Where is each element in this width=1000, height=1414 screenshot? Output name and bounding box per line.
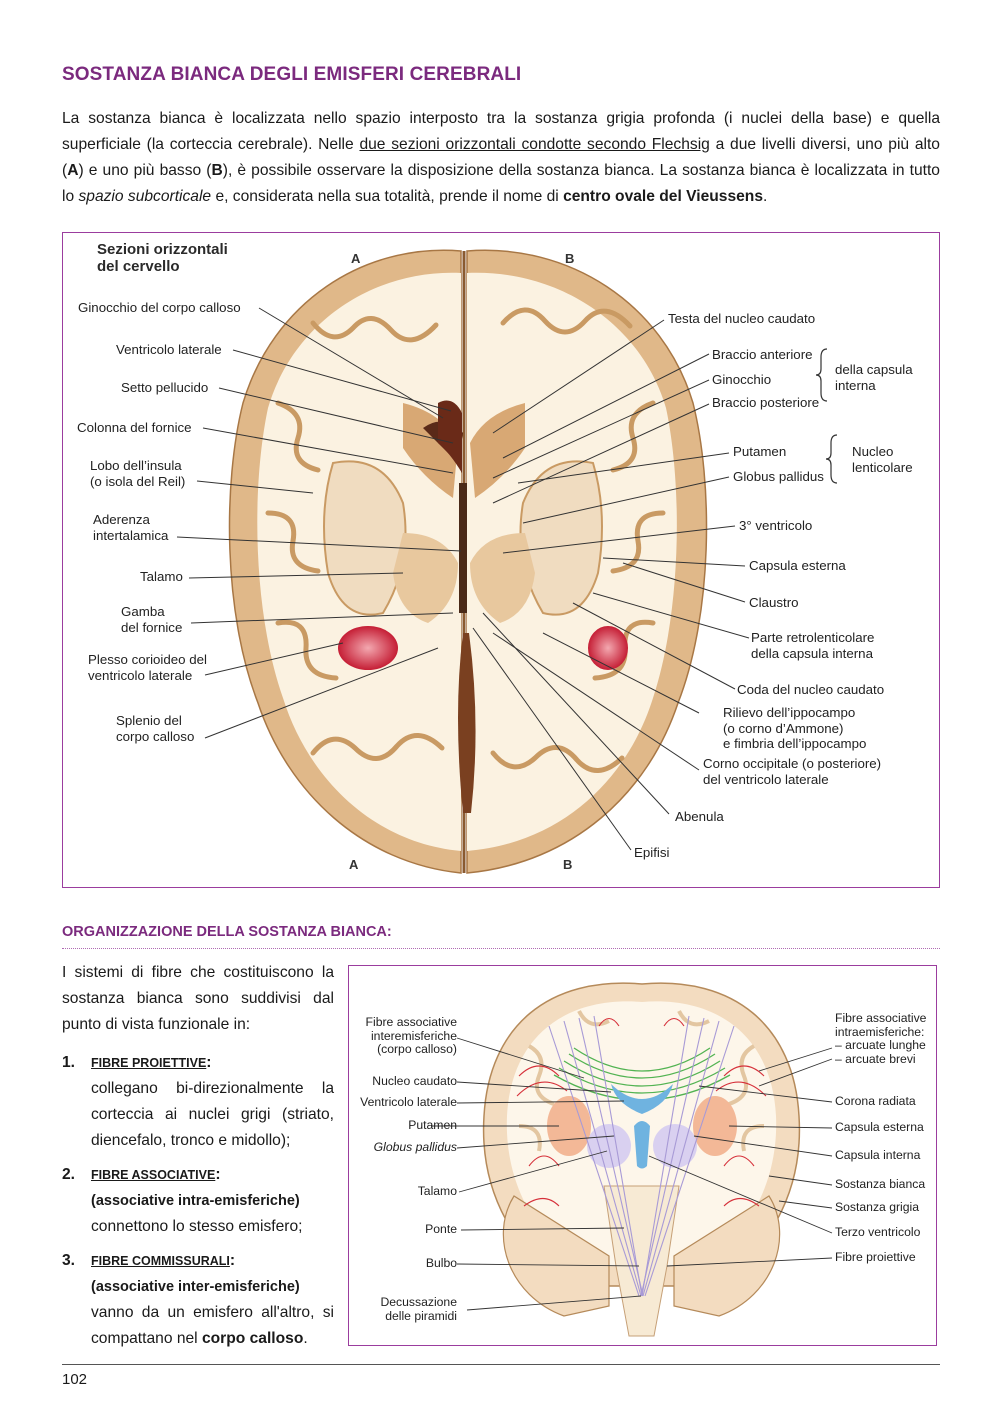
third-ventricle xyxy=(459,483,467,613)
flechsig-reference: due sezioni orizzontali condotte secondo… xyxy=(359,136,710,153)
label-caudate-tail: Coda del nucleo caudato xyxy=(737,682,885,697)
label-corona-radiata: Corona radiata xyxy=(835,1094,916,1108)
left-leader-lines xyxy=(176,307,462,739)
label-thalamus: Talamo xyxy=(417,1184,457,1198)
page-number: 102 xyxy=(62,1371,88,1388)
cortical-gyri xyxy=(265,307,666,773)
label-claustrum: Claustro xyxy=(749,595,799,610)
brain-horizontal-section-illustration xyxy=(176,249,838,874)
label-caudate-nucleus: Nucleo caudato xyxy=(372,1074,457,1088)
right-deep-nuclei xyxy=(470,403,603,623)
list-item: 2. FIBRE ASSOCIATIVE: (associative intra… xyxy=(62,1166,303,1235)
label-anterior-limb: Braccio anteriore xyxy=(712,347,813,362)
choroid-plexus-left xyxy=(338,626,398,670)
figure2-leader-lines xyxy=(431,1037,833,1311)
label-putamen: Putamen xyxy=(408,1118,457,1132)
list-item: 3. FIBRE COMMISSURALI: (associative inte… xyxy=(62,1252,334,1347)
label-posterior-limb: Braccio posteriore xyxy=(712,395,820,410)
section-letter-a-top: A xyxy=(351,251,361,266)
section-letter-a-bottom: A xyxy=(349,857,359,872)
lateral-ventricles xyxy=(611,1084,673,1114)
label-caudate-head: Testa del nucleo caudato xyxy=(668,311,816,326)
choroid-plexus-right xyxy=(588,626,628,670)
label-external-capsule: Capsula esterna xyxy=(749,558,846,573)
label-external-capsule: Capsula esterna xyxy=(835,1120,924,1134)
label-third-ventricle: 3° ventricolo xyxy=(739,518,813,533)
label-thalamus: Talamo xyxy=(140,569,183,584)
label-internal-capsule: Capsula interna xyxy=(835,1148,921,1162)
label-hippocampus: Rilievo dell’ippocampo(o corno d’Ammone)… xyxy=(723,705,867,751)
label-white-matter: Sostanza bianca xyxy=(835,1177,926,1191)
section-divider xyxy=(62,948,940,949)
label-pineal: Epifisi xyxy=(634,845,670,860)
section-lead: I sistemi di fibre che costituiscono la … xyxy=(62,964,334,1033)
label-habenula: Abenula xyxy=(675,809,724,824)
coronal-section-illustration xyxy=(431,982,833,1337)
section-title: ORGANIZZAZIONE DELLA SOSTANZA BIANCA: xyxy=(62,924,392,940)
label-lateral-ventricle: Ventricolo laterale xyxy=(360,1095,457,1109)
label-genu-capsule: Ginocchio xyxy=(712,372,772,387)
page-title: SOSTANZA BIANCA DEGLI EMISFERI CEREBRALI xyxy=(62,64,522,85)
label-genu-corpus-callosum: Ginocchio del corpo calloso xyxy=(78,300,241,315)
lateral-ventricle xyxy=(438,400,462,473)
cerebellum-right xyxy=(673,1195,781,1317)
list-item: 1. FIBRE PROIETTIVE: collegano bi-direzi… xyxy=(62,1054,334,1149)
label-insula: Lobo dell’insula(o isola del Reil) xyxy=(90,458,186,489)
label-globus-pallidus: Globus pallidus xyxy=(373,1140,457,1154)
putamen-left xyxy=(547,1096,591,1156)
label-septum-pellucidum: Setto pellucido xyxy=(121,380,209,395)
label-globus-pallidus: Globus pallidus xyxy=(733,469,824,484)
occipital-horn xyxy=(458,633,476,813)
label-lateral-ventricle: Ventricolo laterale xyxy=(116,342,222,357)
footer-divider xyxy=(62,1364,940,1365)
label-pons: Ponte xyxy=(425,1222,457,1236)
right-leader-lines xyxy=(472,319,750,851)
projection-fibers xyxy=(548,1015,735,1297)
intro-paragraph: La sostanza bianca è localizzata nello s… xyxy=(62,110,940,205)
label-occipital-horn: Corno occipitale (o posteriore)del ventr… xyxy=(703,756,882,787)
capsule-brace xyxy=(815,348,828,402)
cerebellum-left xyxy=(502,1195,610,1317)
third-ventricle xyxy=(634,1121,650,1169)
label-putamen: Putamen xyxy=(733,444,787,459)
label-grey-matter: Sostanza grigia xyxy=(835,1200,920,1214)
lenticular-brace xyxy=(825,434,838,484)
label-projection-fibers: Fibre proiettive xyxy=(835,1250,916,1264)
label-medulla: Bulbo xyxy=(425,1256,457,1270)
label-fornix-column: Colonna del fornice xyxy=(77,420,192,435)
fiber-systems-text: I sistemi di fibre che costituiscono la … xyxy=(62,960,334,1360)
section-letter-b-bottom: B xyxy=(563,857,573,872)
label-third-ventricle: Terzo ventricolo xyxy=(835,1225,921,1239)
section-letter-b-top: B xyxy=(565,251,575,266)
fiber-list: 1. FIBRE PROIETTIVE: collegano bi-direzi… xyxy=(62,1050,334,1352)
